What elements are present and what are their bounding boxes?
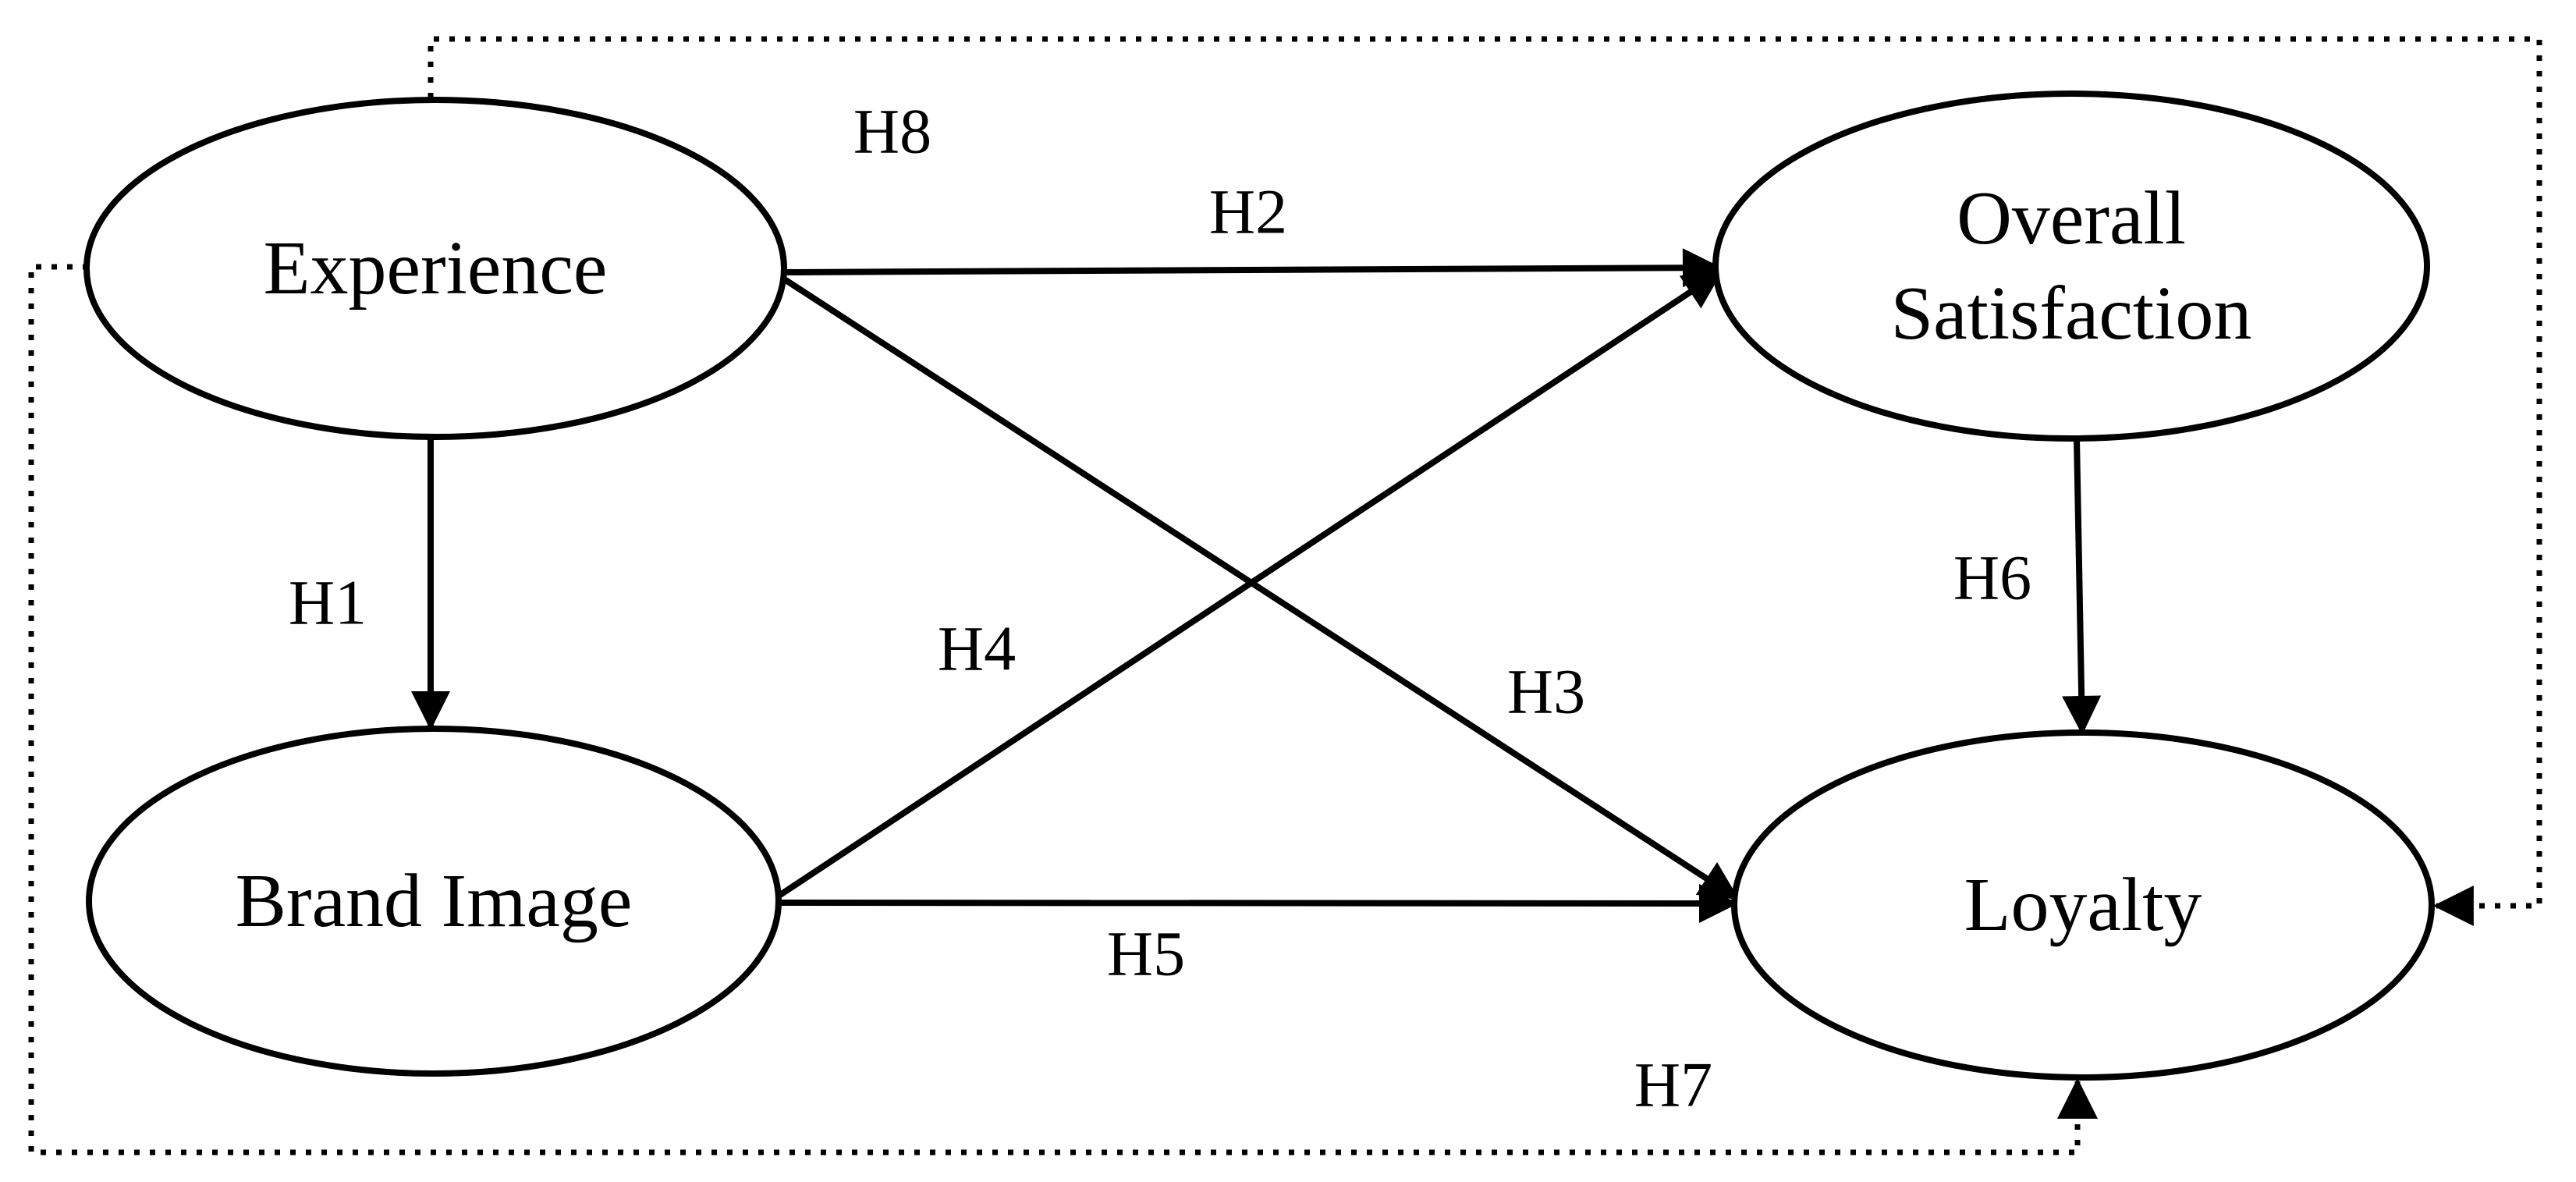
node-experience: Experience bbox=[83, 97, 787, 440]
edge-h8: H8 bbox=[428, 36, 2542, 926]
node-brand-image-shape bbox=[86, 726, 782, 1077]
node-brand-image-label: Brand Image bbox=[236, 859, 633, 943]
edge-h6-arrow bbox=[2062, 438, 2102, 735]
edge-h2: H2 bbox=[782, 176, 1722, 288]
node-loyalty-shape bbox=[1731, 729, 2435, 1081]
node-loyalty: Loyalty bbox=[1731, 729, 2435, 1081]
node-experience-label: Experience bbox=[264, 226, 608, 311]
edge-h8-label: H8 bbox=[853, 96, 931, 167]
node-experience-shape bbox=[83, 97, 787, 440]
node-brand-image: Brand Image bbox=[86, 726, 782, 1077]
edge-h7: H7 bbox=[28, 264, 2098, 1155]
edge-h7-label: H7 bbox=[1634, 1049, 1712, 1120]
edge-h4-label: H4 bbox=[938, 613, 1016, 684]
edge-h3-label: H3 bbox=[1507, 656, 1585, 727]
edge-h5: H5 bbox=[777, 883, 1738, 989]
node-loyalty-label: Loyalty bbox=[1964, 863, 2202, 947]
edge-h6-label: H6 bbox=[1953, 542, 2031, 613]
edge-h4: H4 bbox=[775, 269, 1723, 900]
edge-h1-label: H1 bbox=[289, 567, 367, 638]
edge-h5-label: H5 bbox=[1107, 918, 1185, 989]
edge-h3-arrow bbox=[781, 275, 1740, 901]
edge-h1: H1 bbox=[289, 438, 450, 731]
edge-h3: H3 bbox=[781, 275, 1740, 901]
edge-h2-arrow bbox=[782, 248, 1722, 288]
edge-h4-arrow bbox=[775, 269, 1723, 900]
node-overall-satisfaction-shape bbox=[1712, 91, 2430, 442]
edge-h2-label: H2 bbox=[1209, 176, 1287, 247]
edge-h6: H6 bbox=[1953, 438, 2102, 735]
edge-h7-arrow bbox=[28, 264, 2098, 1155]
